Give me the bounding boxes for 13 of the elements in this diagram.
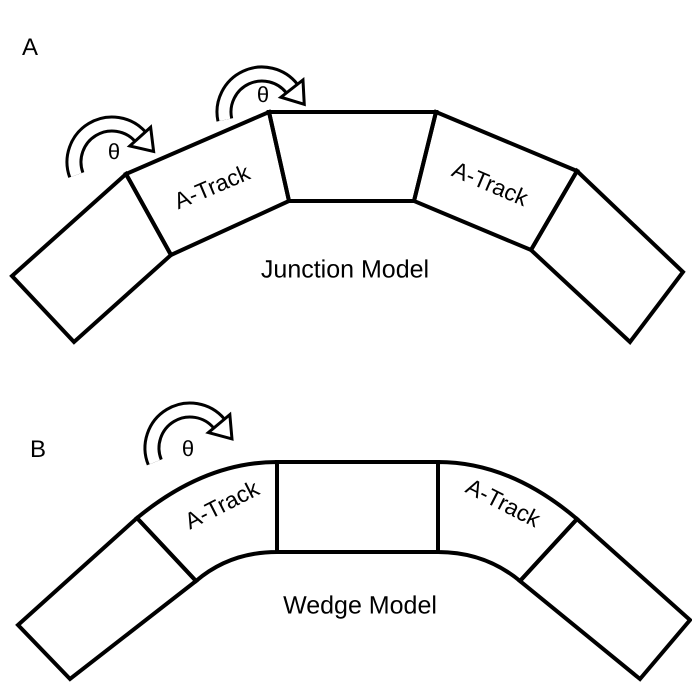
diagram-label: Wedge Model [283, 594, 437, 618]
helix-segment [414, 112, 577, 250]
diagram-label: Junction Model [260, 258, 430, 282]
diagram-label: θ [256, 84, 270, 106]
diagram-label: B [30, 438, 46, 462]
helix-segment [269, 112, 436, 201]
helix-segment [438, 462, 577, 581]
diagram-label: θ [108, 141, 120, 163]
diagram-label: A [22, 36, 38, 60]
helix-segment [126, 112, 289, 255]
helix-segment [277, 462, 438, 552]
diagram-label: θ [182, 438, 194, 460]
helix-segment [137, 462, 277, 581]
